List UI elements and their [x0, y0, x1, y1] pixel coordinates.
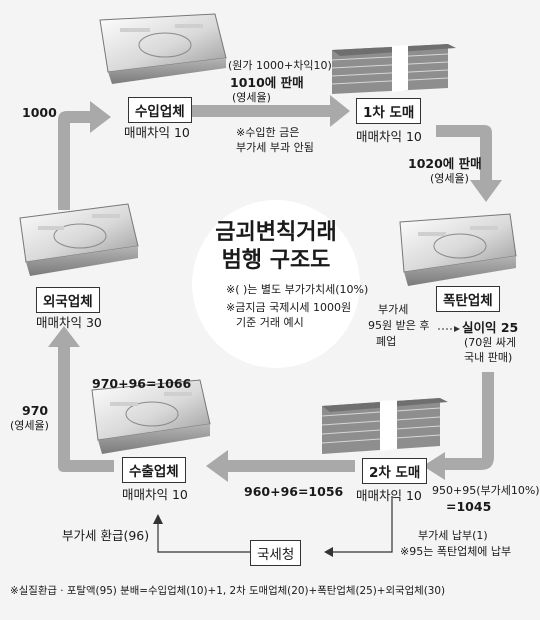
import-note-2: 부가세 부과 안됨 — [236, 141, 314, 154]
line-w2-payment — [330, 496, 393, 553]
arrowhead-profit — [454, 326, 460, 332]
flow-arrows — [48, 95, 502, 482]
bomb-vat-3: 폐업 — [376, 335, 397, 348]
edge-exp-foreign-zero: (영세율) — [10, 419, 49, 432]
node-taxoffice: 국세청 — [250, 540, 302, 566]
bomb-profit-1: 실이익 25 — [462, 320, 519, 335]
edge-w1-bomb-price: 1020에 판매 — [408, 156, 482, 171]
edge-import-w1-zero: (영세율) — [232, 91, 271, 104]
exporter-price: 970+96=1066 — [92, 376, 192, 391]
arrow-w1-to-bomb — [436, 125, 502, 202]
goldbar-bomb-illustration — [399, 213, 517, 286]
arrowhead-refund — [153, 514, 163, 524]
title-line1: 금괴변칙거래 — [215, 220, 337, 245]
center-note-price-1: ※금지금 국제시세 1000원 — [226, 301, 352, 314]
title-line2: 범행 구조도 — [221, 248, 331, 273]
bomb-vat-1: 부가세 — [378, 303, 409, 316]
arrow-foreign-to-imp — [58, 101, 111, 210]
node-foreign: 외국업체 — [36, 287, 100, 313]
edge-exp-foreign-price: 970 — [22, 403, 49, 418]
center-note-price-2: 기준 거래 예시 — [236, 316, 304, 329]
import-note-1: ※수입한 금은 — [236, 126, 300, 139]
goldbar-exporter-illustration — [91, 379, 211, 454]
arrowhead-payment — [324, 547, 333, 557]
goldbar-foreign-illustration — [19, 203, 139, 276]
node-exporter: 수출업체 — [122, 457, 186, 483]
edge-import-w1-price: 1010에 판매 — [230, 75, 304, 90]
line-tax-refund — [157, 520, 250, 553]
node-wholesale2: 2차 도매 — [362, 458, 428, 484]
w2-payment-1: 부가세 납부(1) — [418, 529, 488, 542]
cash-stack-w1-illustration — [331, 44, 456, 94]
edge-import-w1-cost: (원가 1000+차익10) — [228, 59, 332, 72]
w2-payment-2: ※95는 폭탄업체에 납부 — [400, 545, 512, 558]
tax-refund: 부가세 환급(96) — [62, 528, 150, 543]
edge-w1-bomb-zero: (영세율) — [430, 172, 469, 185]
importer-margin: 매매차익 10 — [124, 125, 190, 140]
edge-bomb-w2-2: =1045 — [446, 499, 492, 514]
bomb-profit-2: (70원 싸게 — [464, 336, 517, 349]
wholesale1-margin: 매매차익 10 — [356, 129, 422, 144]
wholesale2-margin: 매매차익 10 — [356, 488, 422, 503]
bomb-vat-2: 95원 받은 후 — [368, 319, 430, 332]
arrow-import-to-w1 — [188, 95, 350, 127]
edge-bomb-w2-1: 950+95(부가세10%) — [432, 484, 540, 497]
center-circle — [192, 200, 360, 368]
tax-lines — [157, 496, 393, 553]
node-bomb: 폭탄업체 — [436, 286, 500, 312]
edge-foreign-imp: 1000 — [22, 105, 57, 120]
node-wholesale1: 1차 도매 — [356, 98, 422, 124]
arrow-exp-to-foreign — [48, 326, 114, 472]
footnote: ※실질환급 · 포탈액(95) 분배=수입업체(10)+1, 2차 도매업체(2… — [10, 585, 446, 597]
edge-w2-exp: 960+96=1056 — [244, 484, 344, 499]
center-note-vat: ※( )는 별도 부가가치세(10%) — [226, 283, 369, 296]
arrow-w2-to-exp — [206, 450, 355, 482]
bomb-profit-3: 국내 판매) — [464, 351, 513, 364]
exporter-margin: 매매차익 10 — [122, 487, 188, 502]
foreign-margin: 매매차익 30 — [36, 315, 102, 330]
cash-stack-w2-illustration — [321, 398, 448, 454]
arrow-bomb-to-w2 — [423, 372, 494, 480]
node-importer: 수입업체 — [128, 97, 192, 123]
goldbar-importer-illustration — [99, 13, 227, 84]
